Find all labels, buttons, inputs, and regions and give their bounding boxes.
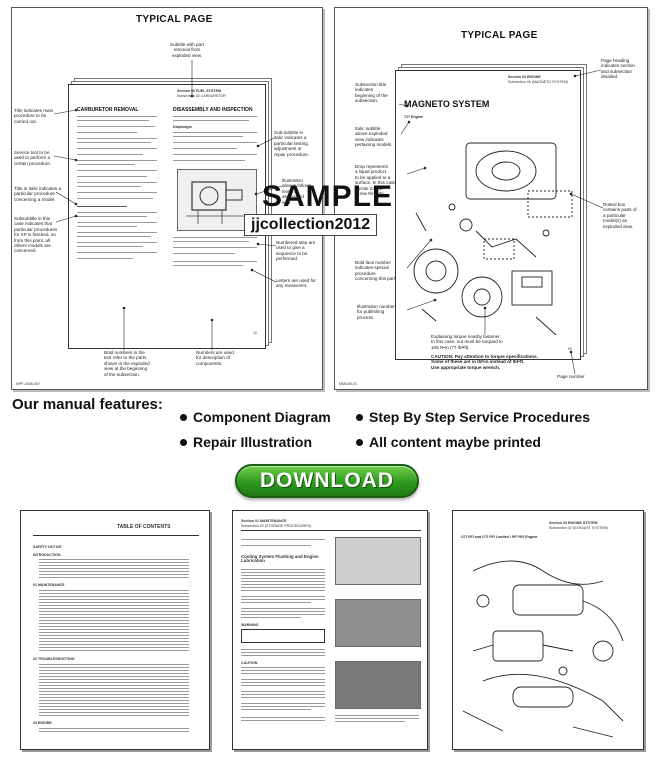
callout-caution: CAUTION: Pay attention to torque specifi… (431, 354, 538, 370)
bullet-icon (356, 413, 363, 421)
callout-page-number: Page number (557, 374, 585, 379)
callout-torque: Explaining torque nearby fastener. In th… (431, 334, 503, 350)
sample-watermark: SAMPLE (262, 180, 394, 213)
hose-connection-photo (335, 599, 421, 647)
page-number: 10 (253, 331, 257, 335)
callout-title-main: Title indicates main procedure to be car… (14, 108, 54, 124)
callout-leaders-right (398, 69, 604, 375)
callout-letters: Letters are used for any measurers. (276, 278, 316, 289)
callout-subsubtitle-case: Subsubtitle in this case indicates that … (14, 216, 58, 254)
collection-watermark: jjcollection2012 (244, 214, 378, 236)
callout-subtitle-part: Subtitle with part removal from exploded… (170, 42, 204, 58)
flushing-connector-photo (335, 537, 421, 585)
callout-title-italic: Title in italic indicates a particular p… (14, 186, 62, 202)
sample-manual-page: Section 03 ENGINE Subsection 05 (MAGNETO… (395, 70, 581, 360)
feature-item: All content maybe printed (356, 434, 541, 450)
thumb-section: Section 03 ENGINE SYSTEM (549, 521, 598, 525)
page-subheading: 717 Engine (404, 115, 423, 119)
exhaust-thumbnail: Section 03 ENGINE SYSTEM Subsection 02 (… (452, 510, 644, 750)
typical-page-panel-right: TYPICAL PAGE Section 03 ENGINE Subsectio… (334, 7, 648, 390)
toc-row: SAFETY NOTICE (33, 545, 62, 549)
page-subsection-header: Subsection 05 (MAGNETO SYSTEM) (508, 80, 569, 84)
page-section-header: Section 06 FUEL SYSTEM (177, 89, 222, 93)
callout-service-tool: Service tool to be used to perform a cer… (14, 150, 52, 166)
caution-label: CAUTION (241, 661, 258, 665)
callout-drop: Drop represents a liquid product to be a… (355, 164, 396, 197)
page-section-header: Section 03 ENGINE (508, 75, 541, 79)
sample-manual-page: Section 06 FUEL SYSTEM Subsection 02 CAR… (68, 84, 266, 349)
page-footer-code: MPF-0006-007 (16, 382, 40, 386)
thumb-heading: Cooling System Flushing and Engine Lubri… (241, 554, 319, 564)
page-subsection-header: Subsection 02 CARBURETOR (177, 94, 226, 98)
callout-illustration: Illustration always follows text it is a… (282, 178, 312, 205)
callout-bold-face: Bold face number indicates special proce… (355, 260, 397, 282)
panel-left-title: TYPICAL PAGE (136, 14, 213, 25)
features-heading: Our manual features: (12, 396, 163, 413)
feature-item: Step By Step Service Procedures (356, 409, 590, 425)
magneto-exploded-view (413, 142, 573, 336)
feature-item: Component Diagram (180, 409, 331, 425)
exhaust-exploded-view (462, 560, 624, 738)
bullet-icon (356, 438, 363, 446)
page-subheading-right: Diaphragm (173, 125, 192, 129)
toc-row: 01 MAINTENANCE (33, 583, 65, 587)
callout-subsection-title: Subsection title indicates beginning of … (355, 82, 388, 104)
typical-page-panel-left: TYPICAL PAGE Section 06 FUEL SYSTEM Subs… (11, 7, 323, 390)
callout-numbered-step: Numbered step are used to give a sequenc… (276, 240, 316, 262)
toc-row: INTRODUCTION (33, 553, 61, 557)
callout-subsubtitle-italic: Sub-subtitle in italic indicates a parti… (274, 130, 309, 157)
toc-row: 02 TROUBLESHOOTING (33, 657, 75, 661)
thumb-subsection: Subsection 02 (EXHAUST SYSTEM) (549, 526, 608, 530)
bullet-icon (180, 438, 187, 446)
toc-row: 03 ENGINE (33, 721, 52, 725)
panel-right-title: TYPICAL PAGE (461, 30, 538, 41)
warning-label: WARNING (241, 623, 259, 627)
callout-page-heading: Page heading indicates section and subse… (601, 58, 635, 80)
page-footer-code: MMO05-01 (339, 382, 357, 386)
page-number: 93 (568, 347, 572, 351)
feature-item: Repair Illustration (180, 434, 312, 450)
callout-numbers-used: Numbers are used for description of comp… (196, 350, 234, 366)
thumb-section: Section 01 MAINTENANCE (241, 519, 287, 523)
page-heading-right: DISASSEMBLY AND INSPECTION (173, 107, 253, 113)
callout-dotted-box: Dotted box contains parts of a particula… (603, 202, 637, 229)
toc-thumbnail: TABLE OF CONTENTS SAFETY NOTICE INTRODUC… (20, 510, 210, 750)
toc-title: TABLE OF CONTENTS (117, 524, 171, 530)
maintenance-thumbnail: Section 01 MAINTENANCE Subsection 02 (ST… (232, 510, 428, 750)
page-heading-left: CARBURETOR REMOVAL (77, 107, 139, 113)
thumb-subsection: Subsection 02 (STORAGE PROCEDURES) (241, 524, 312, 528)
page-heading: MAGNETO SYSTEM (404, 99, 490, 109)
callout-bold-numbers: Bold numbers in the text refer to the pa… (104, 350, 150, 377)
engine-flush-photo (335, 661, 421, 709)
callout-italic-subtitle: Italic subtitle above exploded view indi… (355, 126, 393, 148)
callout-leaders-left (53, 60, 283, 350)
callout-illustration-number: Illustration number for publishing proce… (357, 304, 395, 320)
thumb-heading: GTI RFI and GTI RFI Limited / RFI RFI En… (461, 535, 538, 539)
carburetor-illustration (177, 169, 257, 231)
download-button[interactable]: DOWNLOAD (235, 464, 419, 498)
bullet-icon (180, 413, 187, 421)
